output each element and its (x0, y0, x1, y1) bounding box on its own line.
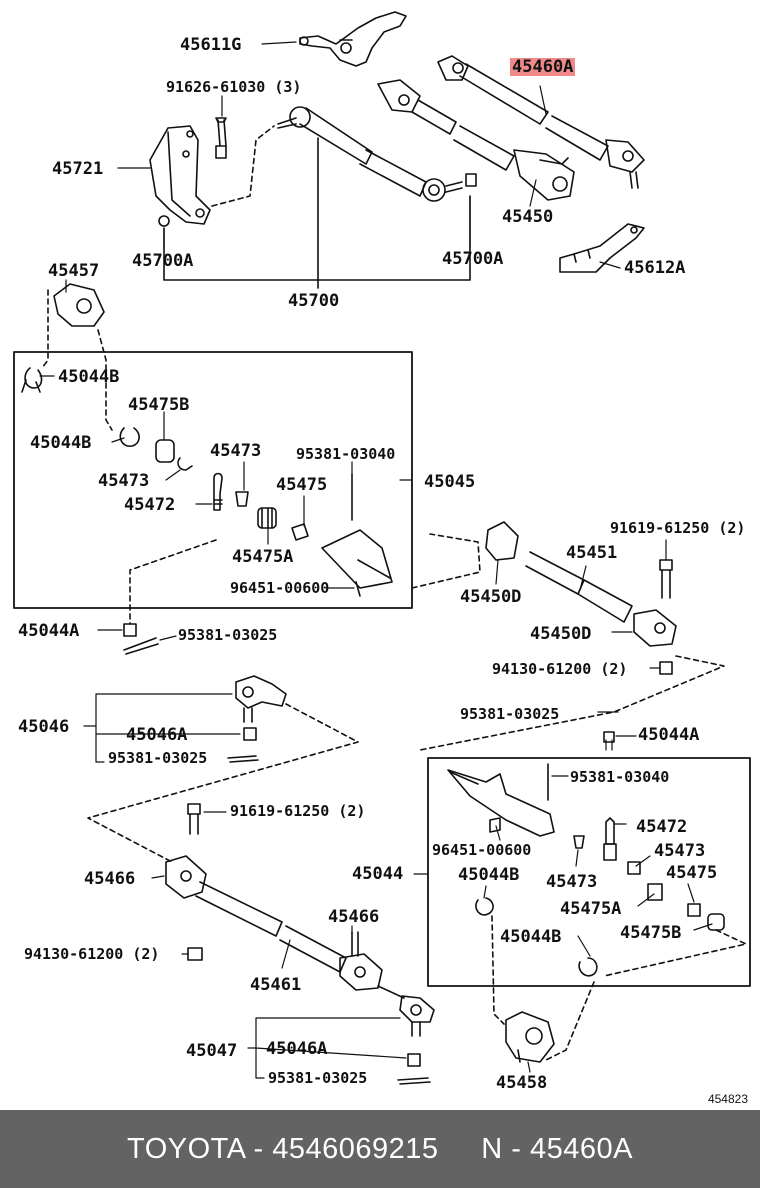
label-95381-03025-4: 95381-03025 (268, 1069, 368, 1087)
arm-45612a-drawing (559, 223, 645, 273)
label-45046a-2: 45046A (266, 1039, 328, 1059)
label-96451-00600-2: 96451-00600 (432, 841, 532, 859)
label-45466-1: 45466 (84, 869, 136, 889)
label-45721: 45721 (52, 159, 104, 179)
tube-45461-drawing (165, 803, 435, 1085)
footer-bar: TOYOTA - 4546069215 N - 45460A (0, 1110, 760, 1188)
label-45472-2: 45472 (636, 817, 688, 837)
label-45700a-right: 45700A (442, 249, 504, 269)
label-91619-61250-1: 91619-61250 (2) (610, 519, 746, 537)
label-45475-2: 45475 (666, 863, 718, 883)
label-45473-2: 45473 (98, 471, 150, 491)
label-45044b-1: 45044B (58, 367, 120, 387)
label-95381-03040-1: 95381-03040 (296, 445, 396, 463)
pitman-arm-45611g-drawing (299, 11, 407, 67)
tie-rod-45460a-drawing (377, 55, 645, 201)
footer-part-text: TOYOTA - 4546069215 N - 45460A (127, 1132, 633, 1165)
label-96451-00600-1: 96451-00600 (230, 579, 330, 597)
cotter-pin-left-drawing (123, 637, 159, 655)
connector-dash-middle (419, 655, 725, 751)
exploded-parts-diagram (13, 11, 751, 1085)
relay-rod-45700-drawing (163, 106, 477, 289)
label-45457: 45457 (48, 261, 100, 281)
leader-lines (39, 41, 713, 1079)
label-45044b-3: 45044B (458, 865, 520, 885)
label-45450d-1: 45450D (460, 587, 522, 607)
label-45047: 45047 (186, 1041, 238, 1061)
label-45044a-2: 45044A (638, 725, 700, 745)
label-45475a-1: 45475A (232, 547, 294, 567)
label-95381-03040-2: 95381-03040 (570, 768, 670, 786)
label-45044a-1: 45044A (18, 621, 80, 641)
label-45458: 45458 (496, 1073, 548, 1093)
label-45611g: 45611G (180, 35, 242, 55)
label-45044: 45044 (352, 864, 404, 884)
label-45450d-2: 45450D (530, 624, 592, 644)
label-45046: 45046 (18, 717, 70, 737)
label-95381-03025-2: 95381-03025 (108, 749, 208, 767)
label-45466-2: 45466 (328, 907, 380, 927)
figure-number: 454823 (707, 1092, 748, 1106)
label-91619-61250-2: 91619-61250 (2) (230, 802, 366, 820)
label-45044b-4: 45044B (500, 927, 562, 947)
label-94130-61200-1: 94130-61200 (2) (492, 660, 628, 678)
nut-45044a-left-drawing (123, 623, 137, 637)
fitting-45457-drawing (41, 283, 113, 431)
label-45460a-highlighted[interactable]: 45460A (510, 57, 576, 77)
label-95381-03025-1: 95381-03025 (178, 626, 278, 644)
label-45450: 45450 (502, 207, 554, 227)
label-45451: 45451 (566, 543, 618, 563)
label-45475a-2: 45475A (560, 899, 622, 919)
label-45475-1: 45475 (276, 475, 328, 495)
label-95381-03025-3: 95381-03025 (460, 705, 560, 723)
label-45700: 45700 (288, 291, 340, 311)
label-45044b-2: 45044B (30, 433, 92, 453)
label-94130-61200-2: 94130-61200 (2) (24, 945, 160, 963)
tie-rod-end-45046-drawing (87, 675, 359, 863)
label-45473-4: 45473 (546, 872, 598, 892)
label-45475b-1: 45475B (128, 395, 190, 415)
assembly-45044-internals (447, 731, 747, 1061)
label-45473-3: 45473 (654, 841, 706, 861)
assembly-45045-internals (21, 367, 393, 625)
socket-45450d-drawing (411, 521, 677, 675)
label-45473-1: 45473 (210, 441, 262, 461)
fitting-45458-drawing (505, 1011, 555, 1063)
label-91626-61030: 91626-61030 (3) (166, 78, 302, 96)
label-45045: 45045 (424, 472, 476, 492)
label-45475b-2: 45475B (620, 923, 682, 943)
label-45700a-left: 45700A (132, 251, 194, 271)
label-45472-1: 45472 (124, 495, 176, 515)
label-45046a-1: 45046A (126, 725, 188, 745)
label-45612a: 45612A (624, 258, 686, 278)
label-45461: 45461 (250, 975, 302, 995)
parts-diagram-canvas: 45611G 91626-61030 (3) 45460A 45721 4545… (13, 11, 751, 1106)
bracket-45721-drawing (149, 117, 275, 227)
assembly-box-45044 (427, 757, 751, 987)
